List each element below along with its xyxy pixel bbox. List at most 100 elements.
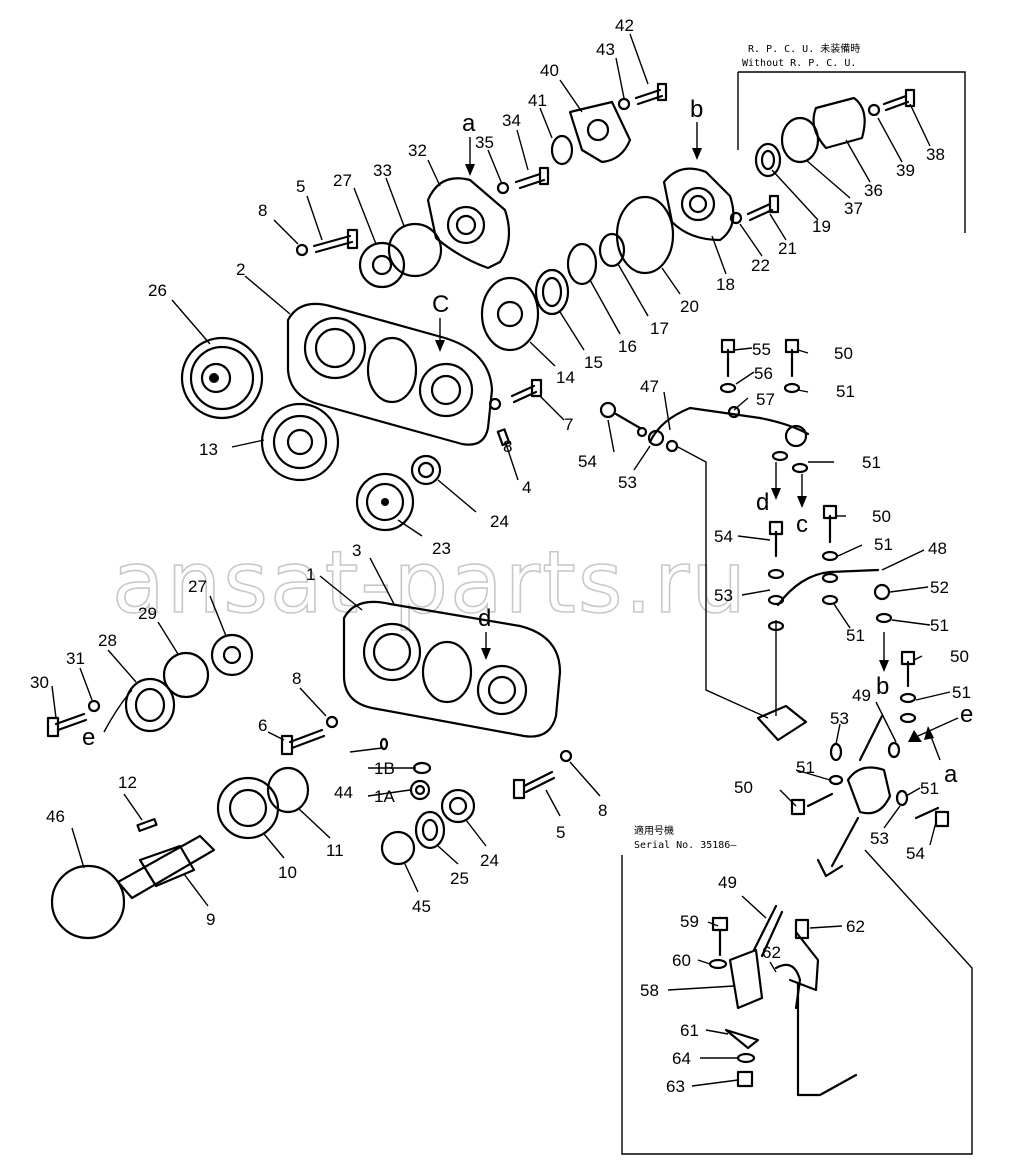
letter-label: e <box>960 701 973 728</box>
callout-label: 54 <box>714 527 733 546</box>
ref-letter-a-top: a <box>462 110 476 176</box>
serial-inset-parts <box>708 904 858 1097</box>
callout-label: 51 <box>920 779 939 798</box>
callout-label: 50 <box>734 778 753 797</box>
callout-label: 10 <box>278 863 297 882</box>
letter-label: b <box>690 96 703 123</box>
callout-label: 7 <box>564 415 573 434</box>
callout-label: 30 <box>30 673 49 692</box>
callout-label: 5 <box>556 823 565 842</box>
callout-label: 48 <box>928 539 947 558</box>
callout-label: 63 <box>666 1077 685 1096</box>
callout-label: 8 <box>598 801 607 820</box>
callout-label: 32 <box>408 141 427 160</box>
callout-label: 38 <box>926 145 945 164</box>
callout-label: 64 <box>672 1049 691 1068</box>
ref-letter-e-cover: e <box>82 689 133 751</box>
callout-label: 41 <box>528 91 547 110</box>
callout-label: 49 <box>718 873 737 892</box>
callout-label: 43 <box>596 40 615 59</box>
callout-label: 24 <box>490 512 509 531</box>
rpcu-note-line2: Without R. P. C. U. <box>742 58 856 69</box>
ref-letter-d-pipe: d <box>756 462 781 516</box>
callout-label: 5 <box>296 177 305 196</box>
leader-lines <box>51 33 951 1087</box>
callout-label: 53 <box>618 473 637 492</box>
callout-label: 62 <box>762 943 781 962</box>
callout-label: 44 <box>334 783 353 802</box>
callout-label: 51 <box>862 453 881 472</box>
callout-label: 23 <box>432 539 451 558</box>
callout-label: 35 <box>475 133 494 152</box>
callout-label: 24 <box>480 851 499 870</box>
callout-label: 51 <box>796 758 815 777</box>
callout-label: 33 <box>373 161 392 180</box>
lower-case-assembly <box>46 600 573 940</box>
letter-label: d <box>478 605 491 632</box>
callout-label: 59 <box>680 912 699 931</box>
callout-label: 50 <box>834 344 853 363</box>
callout-label: 51 <box>930 616 949 635</box>
letter-label: a <box>944 761 958 788</box>
callout-label: 1 <box>306 565 315 584</box>
rpcu-inset-box: R. P. C. U. 未装備時 Without R. P. C. U. <box>737 42 966 233</box>
ref-letter-c-upper: C <box>432 291 449 352</box>
callout-label: 36 <box>864 181 883 200</box>
callout-label: 54 <box>578 452 597 471</box>
rpcu-note-line1: R. P. C. U. 未装備時 <box>748 42 860 55</box>
callout-label: 19 <box>812 217 831 236</box>
callout-label: 25 <box>450 869 469 888</box>
callout-label: 14 <box>556 368 575 387</box>
ref-letter-b-top: b <box>690 96 703 160</box>
callout-label: 50 <box>950 647 969 666</box>
callout-label: 51 <box>836 382 855 401</box>
watermark-text: ansat-parts.ru <box>112 533 748 633</box>
callout-label: 47 <box>640 377 659 396</box>
callout-label: 53 <box>830 709 849 728</box>
letter-label: C <box>432 291 449 318</box>
callouts: 42 43 40 41 34 35 32 33 27 5 8 2 26 13 8… <box>30 16 971 1096</box>
callout-label: 55 <box>752 340 771 359</box>
callout-label: 20 <box>680 297 699 316</box>
callout-label: 11 <box>326 841 344 860</box>
callout-label: 53 <box>714 586 733 605</box>
serial-note-line1: 適用号機 <box>634 824 674 837</box>
callout-label: 16 <box>618 337 637 356</box>
callout-label: 1B <box>374 759 395 778</box>
callout-label: 1A <box>374 787 395 806</box>
callout-label: 3 <box>352 541 361 560</box>
callout-label: 51 <box>874 535 893 554</box>
callout-label: 28 <box>98 631 117 650</box>
ref-letter-c-pipe: c <box>796 474 808 538</box>
callout-label: 51 <box>846 626 865 645</box>
ref-letter-a-pipe: a <box>924 726 958 788</box>
callout-label: 49 <box>852 686 871 705</box>
letter-label: d <box>756 489 769 516</box>
callout-label: 27 <box>333 171 352 190</box>
callout-label: 13 <box>199 440 218 459</box>
callout-label: 34 <box>502 111 521 130</box>
callout-label: 6 <box>258 716 267 735</box>
callout-label: 45 <box>412 897 431 916</box>
callout-label: 15 <box>584 353 603 372</box>
letter-label: c <box>796 511 808 538</box>
callout-label: 29 <box>138 604 157 623</box>
callout-label: 62 <box>846 917 865 936</box>
callout-label: 52 <box>930 578 949 597</box>
callout-label: 37 <box>844 199 863 218</box>
callout-label: 22 <box>751 256 770 275</box>
upper-case-assembly <box>180 82 916 532</box>
callout-label: 53 <box>870 829 889 848</box>
callout-label: 40 <box>540 61 559 80</box>
ref-letter-e-pipe: e <box>908 701 973 742</box>
piping-assembly <box>599 338 950 878</box>
callout-label: 61 <box>680 1021 699 1040</box>
callout-label: 27 <box>188 577 207 596</box>
serial-note-line2: Serial No. 35186— <box>634 840 737 851</box>
callout-label: 2 <box>236 260 245 279</box>
callout-label: 17 <box>650 319 669 338</box>
callout-label: 51 <box>952 683 971 702</box>
callout-label: 39 <box>896 161 915 180</box>
letter-label: b <box>876 673 889 700</box>
reference-letters: a b C d d c b e <box>82 96 973 788</box>
